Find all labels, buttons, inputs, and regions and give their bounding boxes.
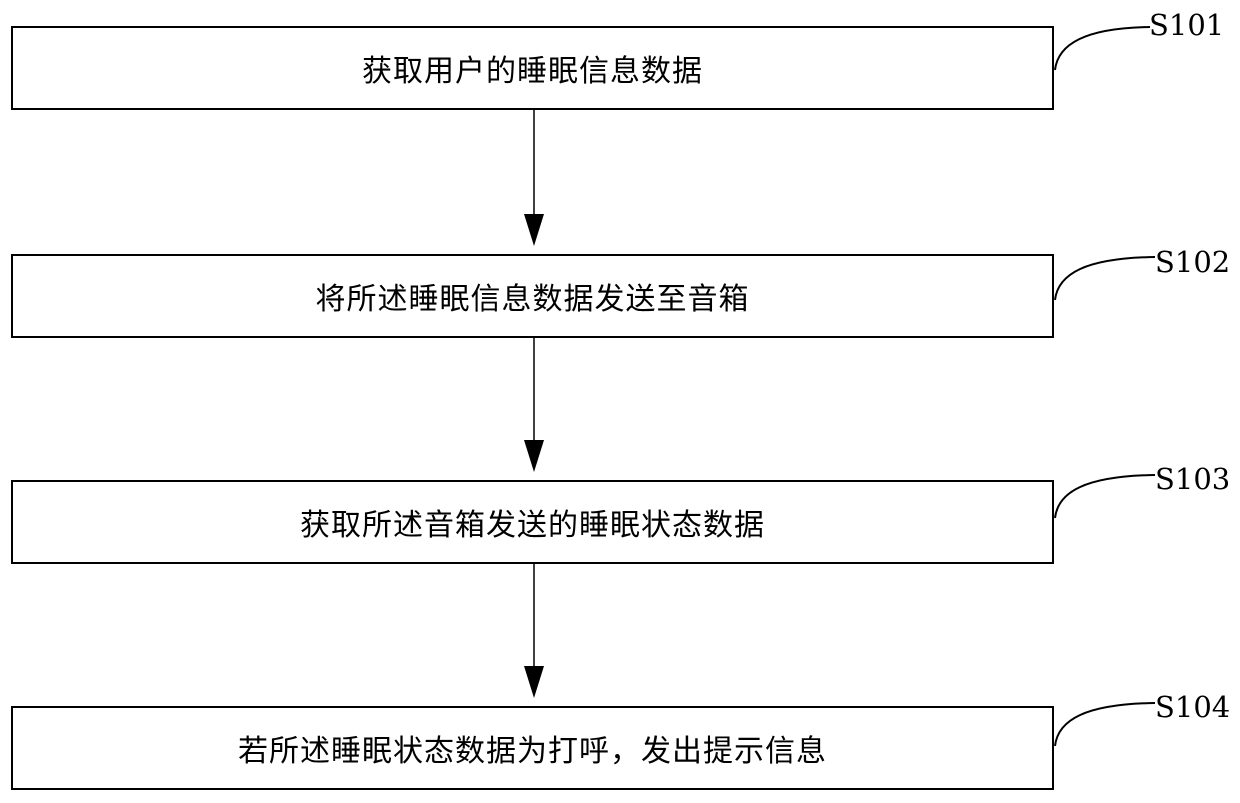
step-text-s104: 若所述睡眠状态数据为打呼，发出提示信息 [238,726,827,770]
step-label-s101: S101 [1149,8,1224,42]
step-box-s103: 获取所述音箱发送的睡眠状态数据 [11,480,1054,564]
step-text-s102: 将所述睡眠信息数据发送至音箱 [316,274,750,318]
step-label-s102: S102 [1155,245,1230,279]
step-text-s103: 获取所述音箱发送的睡眠状态数据 [300,500,765,544]
step-label-s103: S103 [1155,462,1230,496]
step-text-s101: 获取用户的睡眠信息数据 [362,46,703,90]
leader-line-s102 [1055,257,1155,300]
leader-line-s103 [1055,475,1155,518]
step-label-s104: S104 [1155,690,1230,724]
arrow-s102-to-s103 [524,338,544,472]
step-box-s102: 将所述睡眠信息数据发送至音箱 [11,254,1054,338]
arrow-s103-to-s104 [524,564,544,698]
leader-line-s104 [1055,703,1155,746]
leader-line-s101 [1055,27,1150,70]
step-box-s104: 若所述睡眠状态数据为打呼，发出提示信息 [11,706,1054,790]
arrow-s101-to-s102 [524,110,544,246]
step-box-s101: 获取用户的睡眠信息数据 [11,26,1054,110]
